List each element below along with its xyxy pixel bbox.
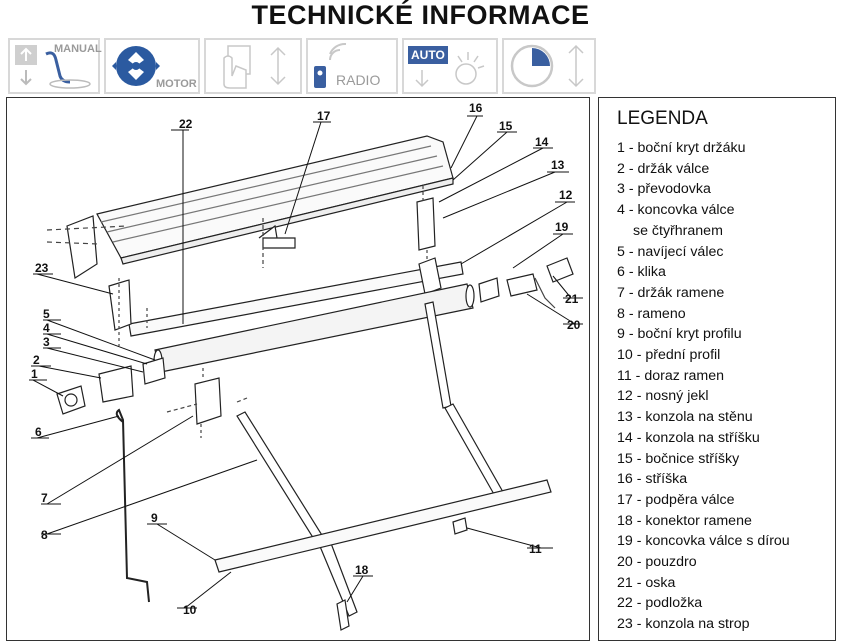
callout-20: 20 [567, 318, 581, 332]
legend-item-continuation: se čtyřhranem [633, 222, 723, 239]
legend-item: 18 - konektor ramene [617, 512, 752, 529]
page-title: TECHNICKÉ INFORMACE [251, 0, 590, 30]
wall-switch-icon [223, 45, 286, 89]
legend-item: 6 - klika [617, 264, 666, 281]
callout-12: 12 [559, 188, 573, 202]
leader-lines [29, 115, 583, 609]
legend-panel: LEGENDA 1 - boční kryt držáku 2 - držák … [598, 97, 836, 641]
legend-item: 7 - držák ramene [617, 284, 725, 301]
arm-stop-part [452, 517, 468, 535]
callout-13: 13 [551, 158, 565, 172]
legend-item: 17 - podpěra válce [617, 491, 735, 508]
axle-part [546, 257, 574, 283]
ceiling-bracket-part [108, 279, 132, 331]
legend-item: 2 - držák válce [617, 160, 710, 177]
callout-17: 17 [317, 109, 331, 123]
auto-sensor-icon [415, 52, 485, 88]
motor-label: MOTOR [156, 78, 197, 90]
front-profile-part [214, 479, 552, 573]
callout-10: 10 [183, 603, 197, 617]
legend-item: 3 - převodovka [617, 181, 711, 198]
legend-item: 1 - boční kryt držáku [617, 140, 746, 156]
legend-item: 14 - konzola na stříšku [617, 429, 760, 446]
legend-item: 11 - doraz ramen [617, 367, 724, 384]
left-arm-part [236, 411, 326, 545]
callout-3: 3 [43, 335, 50, 349]
manual-label: MANUAL [54, 43, 102, 55]
legend-item: 15 - bočnice stříšky [617, 450, 740, 467]
legend-item: 23 - konzola na strop [617, 616, 750, 633]
callout-11: 11 [529, 542, 542, 556]
legend-item: 10 - přední profil [617, 347, 721, 364]
legend-item: 22 - podložka [617, 595, 703, 612]
arm-connector-part [336, 599, 350, 631]
callout-8: 8 [41, 528, 48, 542]
manual-crank-icon [15, 45, 91, 89]
roller-support-part [258, 224, 296, 249]
legend-item: 19 - koncovka válce s dírou [617, 533, 790, 550]
callout-14: 14 [535, 135, 549, 149]
callout-19: 19 [555, 220, 569, 234]
legend-item: 8 - rameno [617, 305, 686, 322]
gearbox-part [142, 357, 166, 385]
legend-item: 4 - koncovka válce [617, 202, 735, 219]
cover-roof-part [96, 135, 454, 259]
callout-6: 6 [35, 425, 42, 439]
exploded-diagram-panel: 22 17 16 15 14 13 12 19 21 20 23 5 4 3 2… [6, 97, 590, 641]
legend-item: 13 - konzola na stěnu [617, 409, 753, 426]
auto-badge: AUTO [408, 46, 448, 64]
wall-bracket-part [416, 197, 436, 251]
timer-icon [510, 44, 584, 88]
legend-item: 20 - pouzdro [617, 554, 697, 571]
callout-1: 1 [31, 367, 38, 381]
switch-control-box [204, 38, 302, 94]
legend-item: 12 - nosný jekl [617, 388, 709, 405]
callout-21: 21 [565, 292, 579, 306]
legend-title: LEGENDA [617, 108, 708, 129]
legend-item: 21 - oska [617, 574, 676, 591]
callout-4: 4 [43, 321, 50, 335]
awning-exploded-diagram: 22 17 16 15 14 13 12 19 21 20 23 5 4 3 2… [29, 101, 583, 631]
arm-holder-part [194, 377, 222, 425]
right-arm-part [424, 301, 452, 409]
callout-18: 18 [355, 563, 369, 577]
motor-control-box: MOTOR [104, 38, 200, 94]
bar-holder-part [418, 257, 442, 295]
timer-control-box [502, 38, 596, 94]
callout-22: 22 [179, 117, 193, 131]
callout-2: 2 [33, 353, 40, 367]
legend-item: 9 - boční kryt profilu [617, 326, 742, 343]
legend-list: 1 - boční kryt držáku 2 - držák válce 3 … [617, 138, 790, 635]
callout-5: 5 [43, 307, 50, 321]
crank-part [115, 408, 150, 603]
callout-16: 16 [469, 101, 483, 115]
callout-7: 7 [41, 491, 48, 505]
legend-item: 16 - stříška [617, 471, 688, 488]
radio-remote-icon [314, 42, 347, 88]
manual-control-box: MANUAL [8, 38, 102, 94]
cover-side-plate [66, 215, 98, 279]
legend-item: 5 - navíjecí válec [617, 243, 724, 260]
callout-labels: 22 17 16 15 14 13 12 19 21 20 23 5 4 3 2… [31, 101, 581, 617]
auto-control-box: AUTO [402, 38, 498, 94]
radio-label: RADIO [336, 72, 381, 88]
radio-control-box: RADIO [306, 38, 398, 94]
callout-9: 9 [151, 511, 158, 525]
callout-23: 23 [35, 261, 49, 275]
motor-icon [112, 46, 160, 86]
roller-holder-part [98, 365, 134, 403]
support-bar-part [128, 261, 464, 337]
callout-15: 15 [499, 119, 513, 133]
